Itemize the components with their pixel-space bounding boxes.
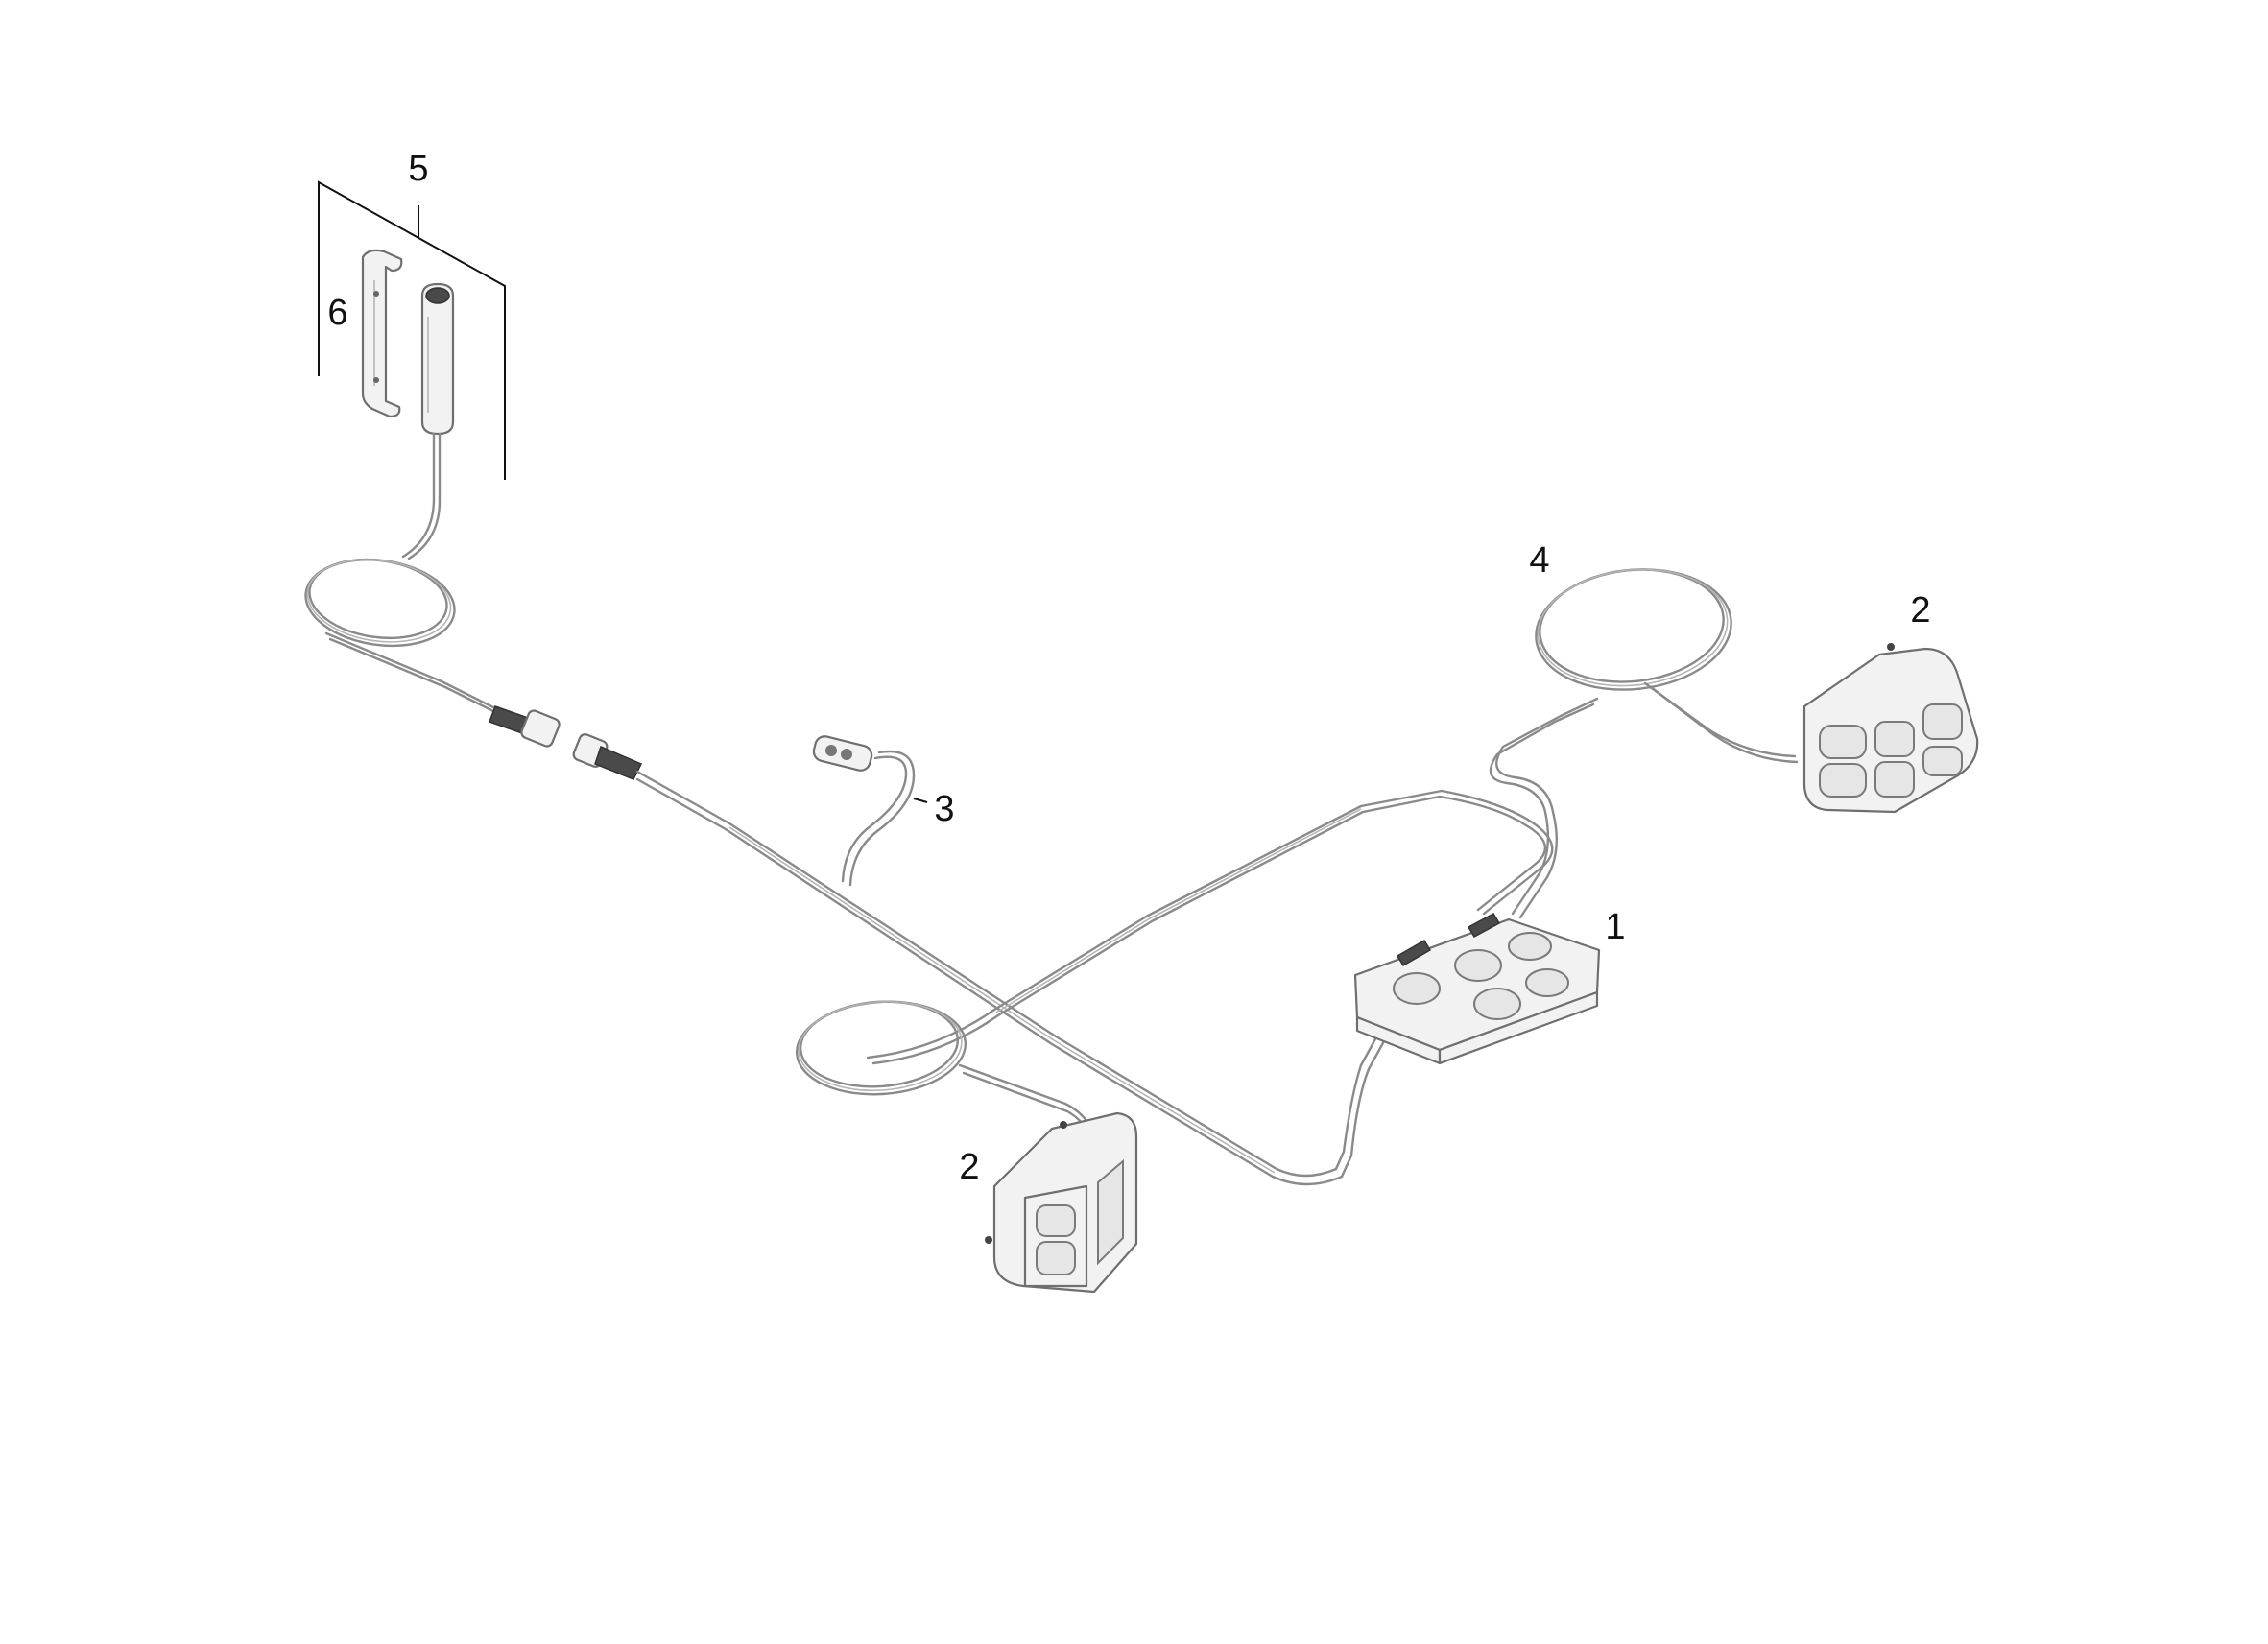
extension-cable-coil <box>1535 568 1732 691</box>
trailer-socket-part <box>420 282 455 436</box>
mounting-bracket-part <box>361 249 403 418</box>
socket-kit-bracket-leader <box>318 180 506 480</box>
callout-main-harness: 1 <box>1605 907 1626 947</box>
inline-connector-pair <box>489 705 643 780</box>
left-rear-lamp-part <box>985 1111 1138 1294</box>
right-rear-lamp-part <box>1802 643 1979 814</box>
callout-lamp-right: 2 <box>1910 590 1931 631</box>
extension-cable <box>1489 703 1595 916</box>
connector-plug-branch <box>812 735 916 887</box>
left-lamp-cable <box>871 795 1547 1065</box>
callout-socket-kit: 5 <box>408 149 429 189</box>
junction-box-part <box>1353 913 1601 1065</box>
callout-bracket: 6 <box>327 293 348 333</box>
left-lamp-cable-coil <box>795 1000 967 1096</box>
socket-cable <box>401 432 436 559</box>
main-cable-run <box>635 770 1384 1178</box>
socket-cable-coil <box>304 558 456 648</box>
callout-extension-cable: 4 <box>1529 540 1550 581</box>
callout-connector-plug: 3 <box>934 789 955 829</box>
callout-lamp-left: 2 <box>959 1147 980 1187</box>
